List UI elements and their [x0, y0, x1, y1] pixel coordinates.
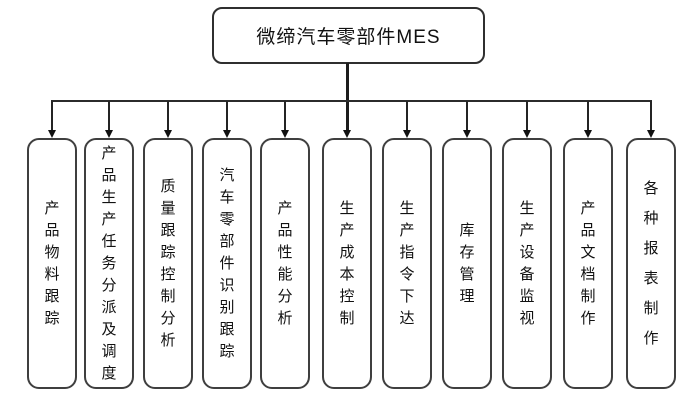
module-equipment-monitoring: 生产设备监视: [502, 100, 552, 392]
module-task-dispatch-scheduling: 产品生产任务分派及调度: [84, 100, 134, 392]
module-label: 生产指令下达: [399, 199, 415, 327]
connector-drop-line: [526, 101, 528, 131]
arrow-down-icon: [281, 130, 289, 138]
arrow-down-icon: [463, 130, 471, 138]
arrow-down-icon: [48, 130, 56, 138]
root-node: 微缔汽车零部件MES: [212, 7, 485, 64]
module-box: 生产指令下达: [382, 138, 432, 389]
connector-drop-line: [650, 101, 652, 131]
root-node-label: 微缔汽车零部件MES: [256, 27, 441, 48]
module-box: 质量跟踪控制分析: [143, 138, 193, 389]
arrow-down-icon: [523, 130, 531, 138]
module-label: 生产成本控制: [339, 199, 355, 327]
module-box: 库存管理: [442, 138, 492, 389]
module-label: 产品物料跟踪: [44, 199, 60, 327]
module-quality-tracking-control-analysis: 质量跟踪控制分析: [143, 100, 193, 392]
module-box: 产品物料跟踪: [27, 138, 77, 389]
module-product-document-creation: 产品文档制作: [563, 100, 613, 392]
connector-bus-line: [51, 100, 652, 102]
connector-drop-line: [284, 101, 286, 131]
module-box: 产品性能分析: [260, 138, 310, 389]
arrow-down-icon: [647, 130, 655, 138]
arrow-down-icon: [223, 130, 231, 138]
module-label: 汽车零部件识别跟踪: [219, 166, 235, 360]
connector-drop-line: [406, 101, 408, 131]
module-box: 各种报表制作: [626, 138, 676, 389]
module-box: 生产设备监视: [502, 138, 552, 389]
arrow-down-icon: [584, 130, 592, 138]
module-box: 产品生产任务分派及调度: [84, 138, 134, 389]
module-label: 产品生产任务分派及调度: [101, 144, 117, 382]
connector-drop-line: [167, 101, 169, 131]
module-inventory-management: 库存管理: [442, 100, 492, 392]
module-label: 质量跟踪控制分析: [160, 177, 176, 349]
module-box: 生产成本控制: [322, 138, 372, 389]
module-label: 库存管理: [459, 221, 475, 305]
module-production-cost-control: 生产成本控制: [322, 100, 372, 392]
connector-drop-line: [466, 101, 468, 131]
connector-drop-line: [51, 101, 53, 131]
arrow-down-icon: [403, 130, 411, 138]
module-box: 产品文档制作: [563, 138, 613, 389]
module-auto-parts-identification-tracking: 汽车零部件识别跟踪: [202, 100, 252, 392]
arrow-down-icon: [164, 130, 172, 138]
module-product-material-tracking: 产品物料跟踪: [27, 100, 77, 392]
module-label: 产品文档制作: [580, 199, 596, 327]
module-label: 生产设备监视: [519, 199, 535, 327]
module-product-performance-analysis: 产品性能分析: [260, 100, 310, 392]
arrow-down-icon: [343, 130, 351, 138]
connector-trunk-line: [346, 63, 349, 131]
connector-drop-line: [226, 101, 228, 131]
module-label: 各种报表制作: [643, 179, 659, 347]
arrow-down-icon: [105, 130, 113, 138]
connector-drop-line: [108, 101, 110, 131]
connector-drop-line: [587, 101, 589, 131]
module-label: 产品性能分析: [277, 199, 293, 327]
module-box: 汽车零部件识别跟踪: [202, 138, 252, 389]
module-report-creation: 各种报表制作: [626, 100, 676, 392]
module-production-order-issuing: 生产指令下达: [382, 100, 432, 392]
